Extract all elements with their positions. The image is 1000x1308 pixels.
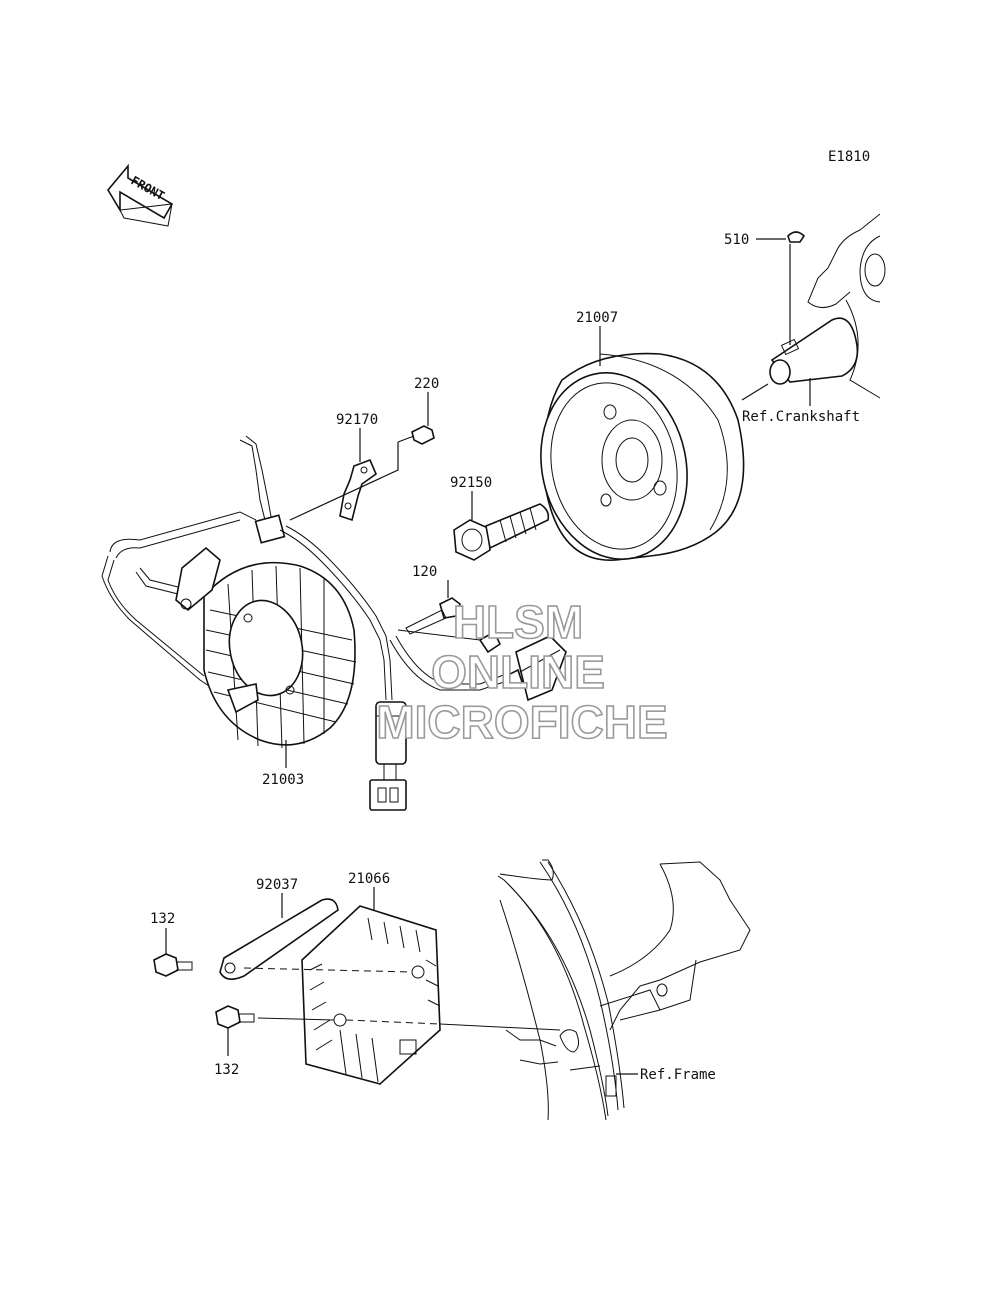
bolt-220-part [397,425,435,445]
part-label-92037: 92037 [256,877,298,893]
part-label-510: 510 [724,232,749,248]
stator-wiring [101,435,567,811]
part-label-132-bottom: 132 [214,1062,239,1078]
part-label-21007: 21007 [576,310,618,326]
bolt-132-bottom-part [215,1005,255,1029]
front-arrow-icon: FRONT [107,163,174,227]
frame-drawing [497,859,751,1121]
part-label-92170: 92170 [336,412,378,428]
part-label-132-top: 132 [150,911,175,927]
bolt-132-top-part [153,953,193,977]
spacer-collar-part [219,898,339,980]
part-label-92150: 92150 [450,475,492,491]
part-label-21066: 21066 [348,871,390,887]
watermark-line-1: HLSM [453,596,583,648]
screw-120-part [405,597,461,635]
part-label-220: 220 [414,376,439,392]
ref-crankshaft-label: Ref.Crankshaft [742,409,860,425]
stator-part [175,546,357,749]
ref-frame-label: Ref.Frame [640,1067,716,1083]
diagram-code: E1810 [828,149,870,165]
part-label-120: 120 [412,564,437,580]
woodruff-key-part [787,231,806,243]
crankshaft-drawing [769,213,886,399]
clamp-92170-part [339,458,377,522]
flywheel-rotor-part [540,352,745,561]
watermark: HLSM ONLINE MICROFICHE [376,595,669,749]
watermark-line-3: MICROFICHE [376,696,667,748]
part-label-21003: 21003 [262,772,304,788]
watermark-line-2: ONLINE [431,646,605,698]
regulator-part [301,905,441,1085]
flywheel-bolt-part [453,503,550,561]
